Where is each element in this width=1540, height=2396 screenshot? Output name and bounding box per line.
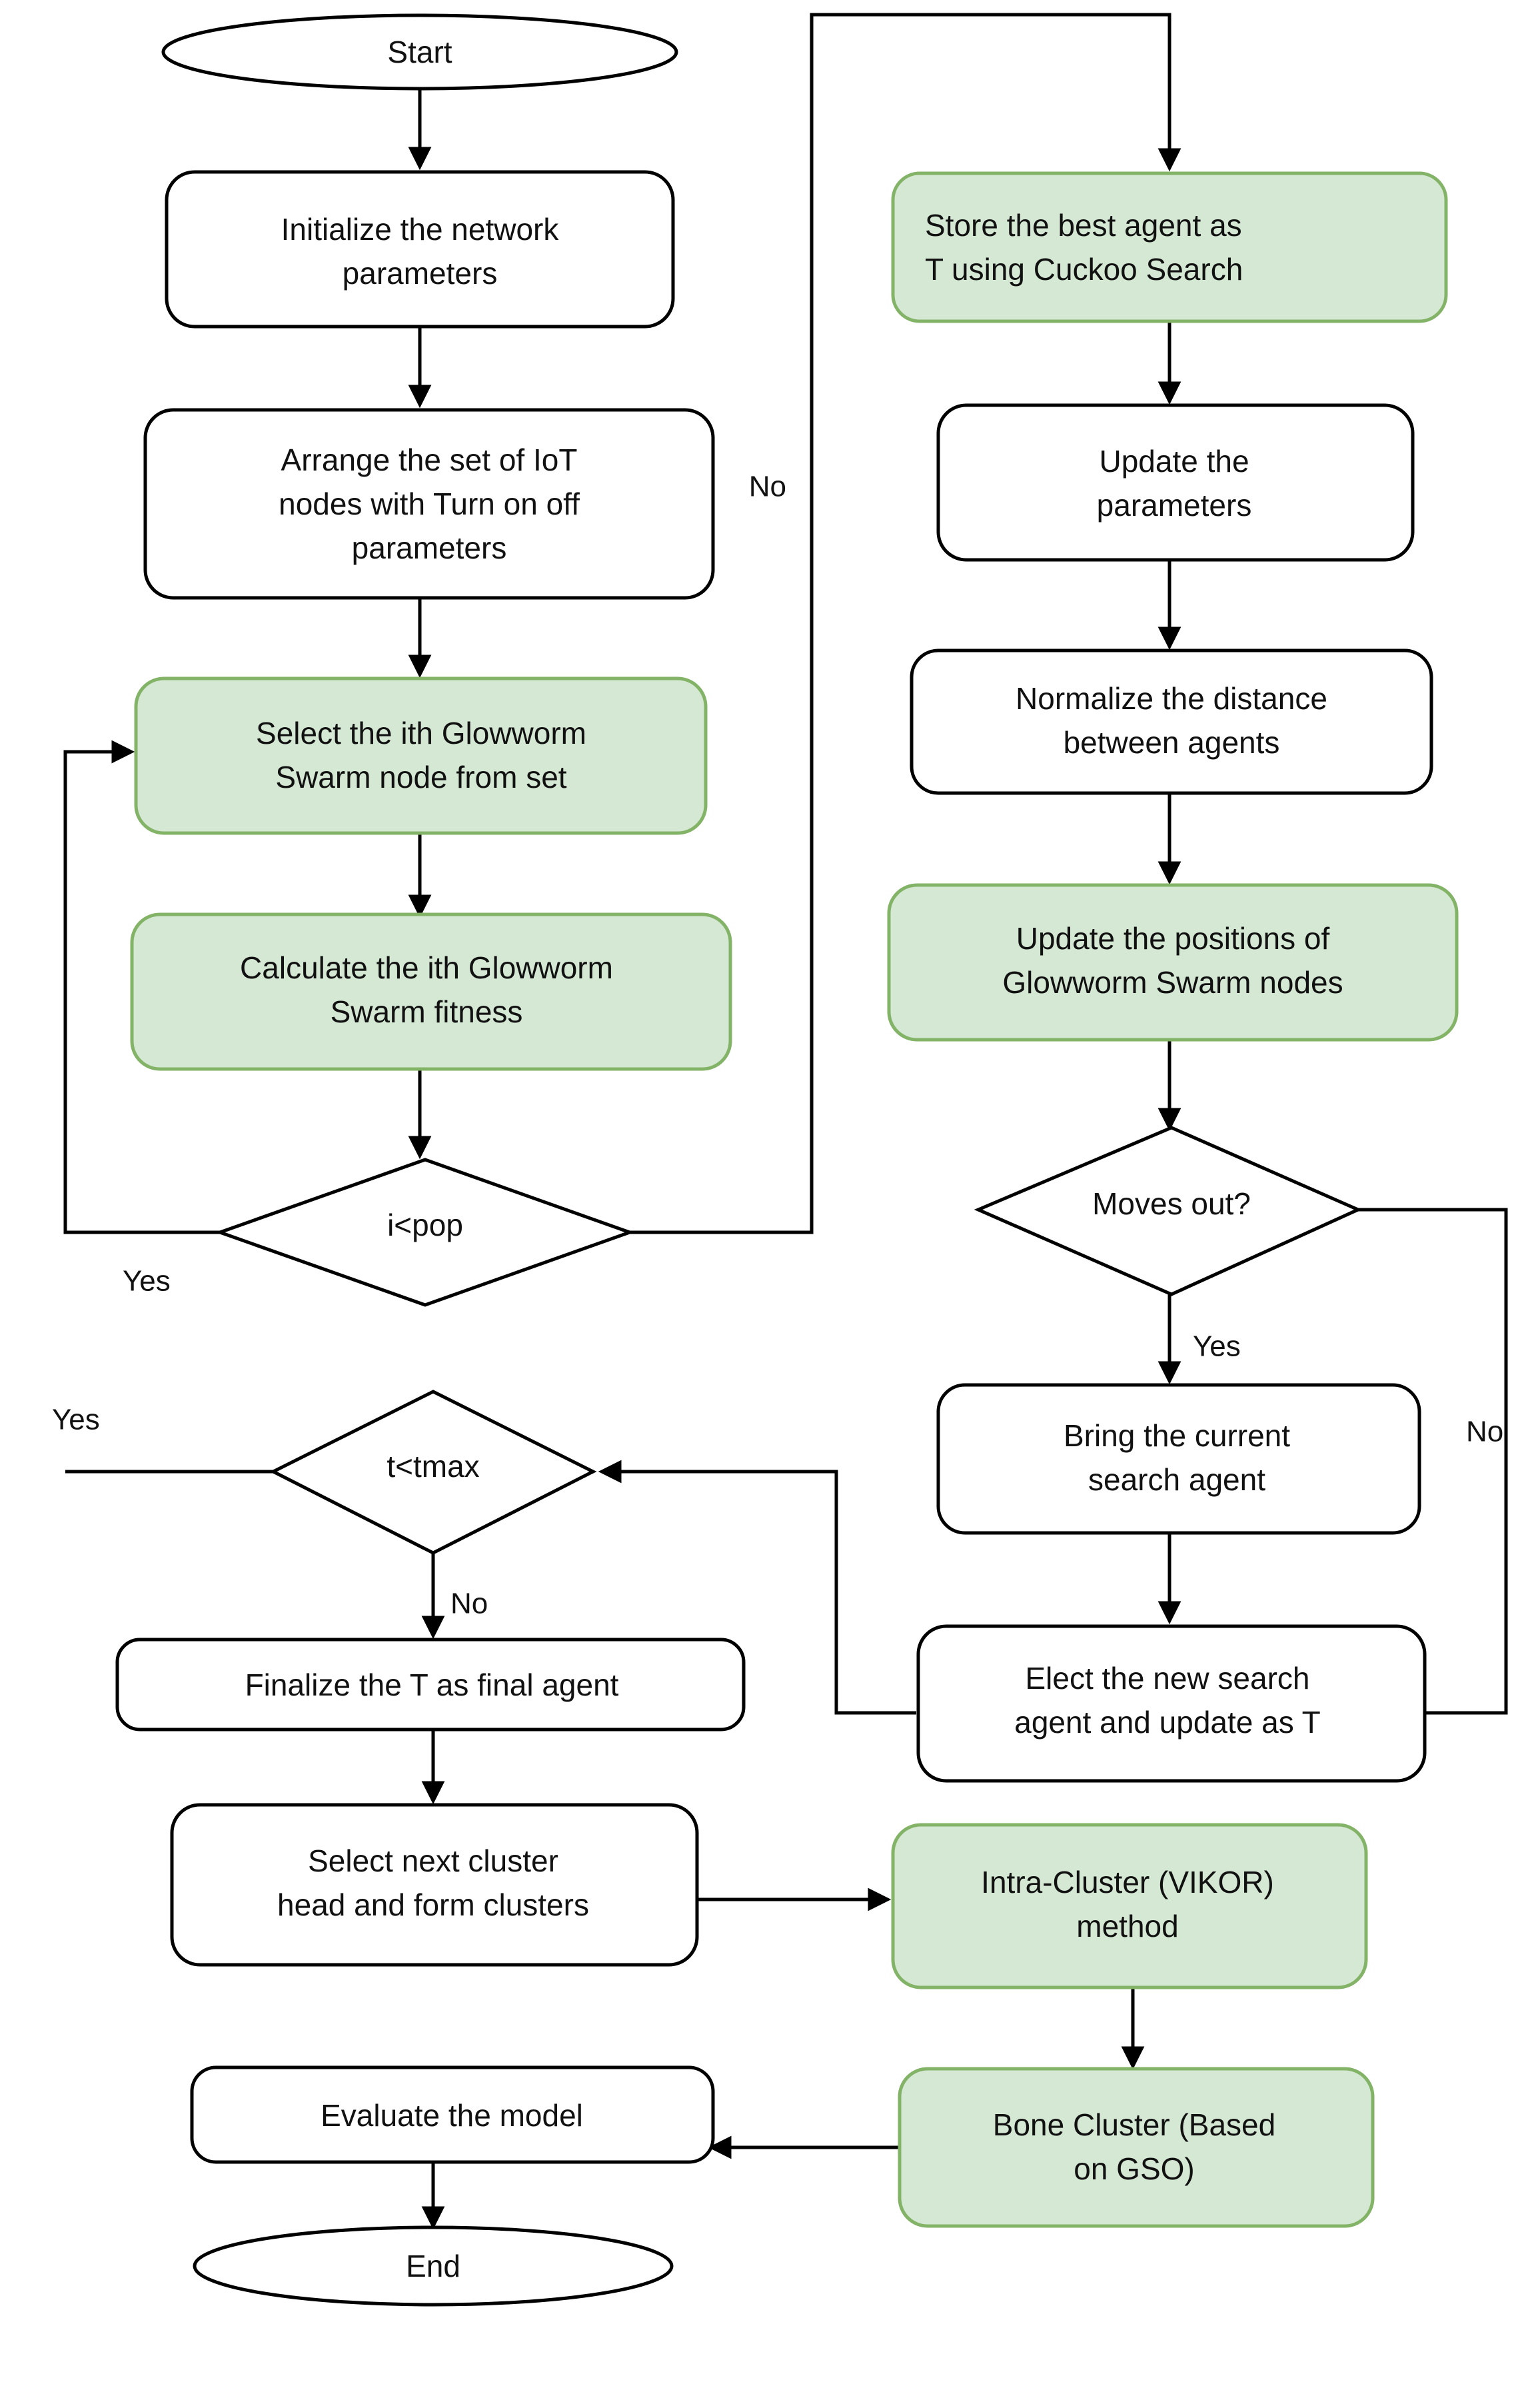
evaluate-label: Evaluate the model xyxy=(321,2098,583,2133)
initialize-line-1: Initialize the network xyxy=(281,212,560,247)
start-label: Start xyxy=(387,35,452,69)
edge-label-no-ttmax: No xyxy=(450,1588,488,1620)
update-parameters-box xyxy=(936,403,1415,562)
select-next-cluster-line-1: Select next cluster xyxy=(308,1843,558,1878)
bone-cluster-line-1: Bone Cluster (Based xyxy=(993,2107,1275,2142)
node-store-best-agent[interactable]: Store the best agent as T using Cuckoo S… xyxy=(891,171,1448,323)
select-next-cluster-line-2: head and form clusters xyxy=(277,1887,589,1922)
edge-ipop-no-to-storebest xyxy=(630,13,1181,1234)
normalize-distance-line-2: between agents xyxy=(1064,725,1280,760)
node-select-next-cluster-head[interactable]: Select next cluster head and form cluste… xyxy=(170,1803,699,1967)
select-ith-line-2: Swarm node from set xyxy=(275,760,566,794)
finalize-label: Finalize the T as final agent xyxy=(245,1668,619,1702)
elect-new-agent-line-2: agent and update as T xyxy=(1014,1705,1321,1740)
arrange-box xyxy=(143,408,715,600)
bring-current-agent-box xyxy=(936,1383,1421,1535)
intra-cluster-line-1: Intra-Cluster (VIKOR) xyxy=(981,1865,1274,1899)
edge-label-yes-movesout: Yes xyxy=(1193,1330,1241,1363)
elect-new-agent-line-1: Elect the new search xyxy=(1025,1661,1309,1696)
node-calculate-ith-fitness[interactable]: Calculate the ith Glowworm Swarm fitness xyxy=(130,912,732,1071)
node-bone-cluster-gso[interactable]: Bone Cluster (Based on GSO) xyxy=(898,2067,1375,2228)
update-parameters-line-2: parameters xyxy=(1097,488,1252,523)
node-end[interactable]: End xyxy=(193,2225,674,2307)
update-positions-box xyxy=(887,883,1459,1042)
update-positions-line-1: Update the positions of xyxy=(1016,921,1330,956)
calculate-fitness-line-2: Swarm fitness xyxy=(331,994,523,1029)
node-evaluate-the-model[interactable]: Evaluate the model xyxy=(190,2065,715,2164)
arrange-line-2: nodes with Turn on off xyxy=(279,487,580,521)
node-update-the-parameters[interactable]: Update the parameters xyxy=(936,403,1415,562)
i-lt-pop-label: i<pop xyxy=(387,1208,463,1242)
node-select-ith-glowworm[interactable]: Select the ith Glowworm Swarm node from … xyxy=(134,676,708,835)
normalize-distance-line-1: Normalize the distance xyxy=(1016,681,1327,716)
bring-current-agent-line-1: Bring the current xyxy=(1064,1418,1290,1453)
edge-labels: No Yes Yes No Yes No xyxy=(52,471,1503,1620)
store-best-agent-line-1: Store the best agent as xyxy=(925,208,1242,243)
edge-label-yes-ipop: Yes xyxy=(123,1265,171,1298)
calculate-fitness-line-1: Calculate the ith Glowworm xyxy=(240,950,613,985)
edge-label-no-movesout: No xyxy=(1466,1416,1503,1448)
arrange-line-1: Arrange the set of IoT xyxy=(281,443,578,477)
node-finalize-final-agent[interactable]: Finalize the T as final agent xyxy=(115,1638,746,1732)
i-lt-pop-diamond xyxy=(215,1158,635,1307)
node-normalize-distance[interactable]: Normalize the distance between agents xyxy=(910,648,1433,795)
end-ellipse xyxy=(193,2225,674,2307)
intra-cluster-line-2: method xyxy=(1076,1909,1178,1943)
edge-label-no-ipop: No xyxy=(749,471,786,503)
evaluate-box xyxy=(190,2065,715,2164)
node-arrange-iot-nodes[interactable]: Arrange the set of IoT nodes with Turn o… xyxy=(143,408,715,600)
finalize-box xyxy=(115,1638,746,1732)
store-best-agent-line-2: T using Cuckoo Search xyxy=(925,252,1243,287)
bring-current-agent-line-2: search agent xyxy=(1088,1462,1265,1497)
node-start[interactable]: Start xyxy=(161,13,678,91)
t-lt-tmax-diamond xyxy=(269,1390,597,1555)
edge-electnew-to-ttmax xyxy=(598,1460,916,1715)
node-decision-t-lt-tmax[interactable]: t<tmax xyxy=(269,1390,597,1555)
edges xyxy=(63,13,1508,2230)
node-initialize-network-parameters[interactable]: Initialize the network parameters xyxy=(165,170,675,329)
node-decision-i-lt-pop[interactable]: i<pop xyxy=(215,1158,635,1307)
t-lt-tmax-label: t<tmax xyxy=(386,1449,479,1484)
moves-out-diamond xyxy=(974,1126,1363,1296)
calculate-fitness-box xyxy=(130,912,732,1071)
bone-cluster-line-2: on GSO) xyxy=(1074,2151,1195,2186)
node-decision-moves-out[interactable]: Moves out? xyxy=(974,1126,1363,1296)
end-label: End xyxy=(406,2249,460,2283)
update-positions-line-2: Glowworm Swarm nodes xyxy=(1002,965,1343,1000)
select-next-cluster-box xyxy=(170,1803,699,1967)
start-ellipse xyxy=(161,13,678,91)
initialize-line-2: parameters xyxy=(343,256,498,291)
normalize-distance-box xyxy=(910,648,1433,795)
moves-out-label: Moves out? xyxy=(1092,1186,1251,1221)
store-best-agent-box xyxy=(891,171,1448,323)
edge-label-yes-ttmax: Yes xyxy=(52,1404,100,1436)
select-ith-box xyxy=(134,676,708,835)
node-update-positions[interactable]: Update the positions of Glowworm Swarm n… xyxy=(887,883,1459,1042)
node-elect-new-search-agent[interactable]: Elect the new search agent and update as… xyxy=(916,1624,1427,1783)
edge-movesout-no-to-electnew xyxy=(1358,1208,1508,1725)
intra-cluster-box xyxy=(891,1823,1368,1989)
arrange-line-3: parameters xyxy=(352,531,507,565)
update-parameters-line-1: Update the xyxy=(1099,444,1249,479)
select-ith-line-1: Select the ith Glowworm xyxy=(256,716,586,750)
elect-new-agent-box xyxy=(916,1624,1427,1783)
edge-ipop-yes-to-selectith xyxy=(63,740,220,1234)
bone-cluster-box xyxy=(898,2067,1375,2228)
node-intra-cluster-vikor[interactable]: Intra-Cluster (VIKOR) method xyxy=(891,1823,1368,1989)
initialize-box xyxy=(165,170,675,329)
node-bring-current-search-agent[interactable]: Bring the current search agent xyxy=(936,1383,1421,1535)
